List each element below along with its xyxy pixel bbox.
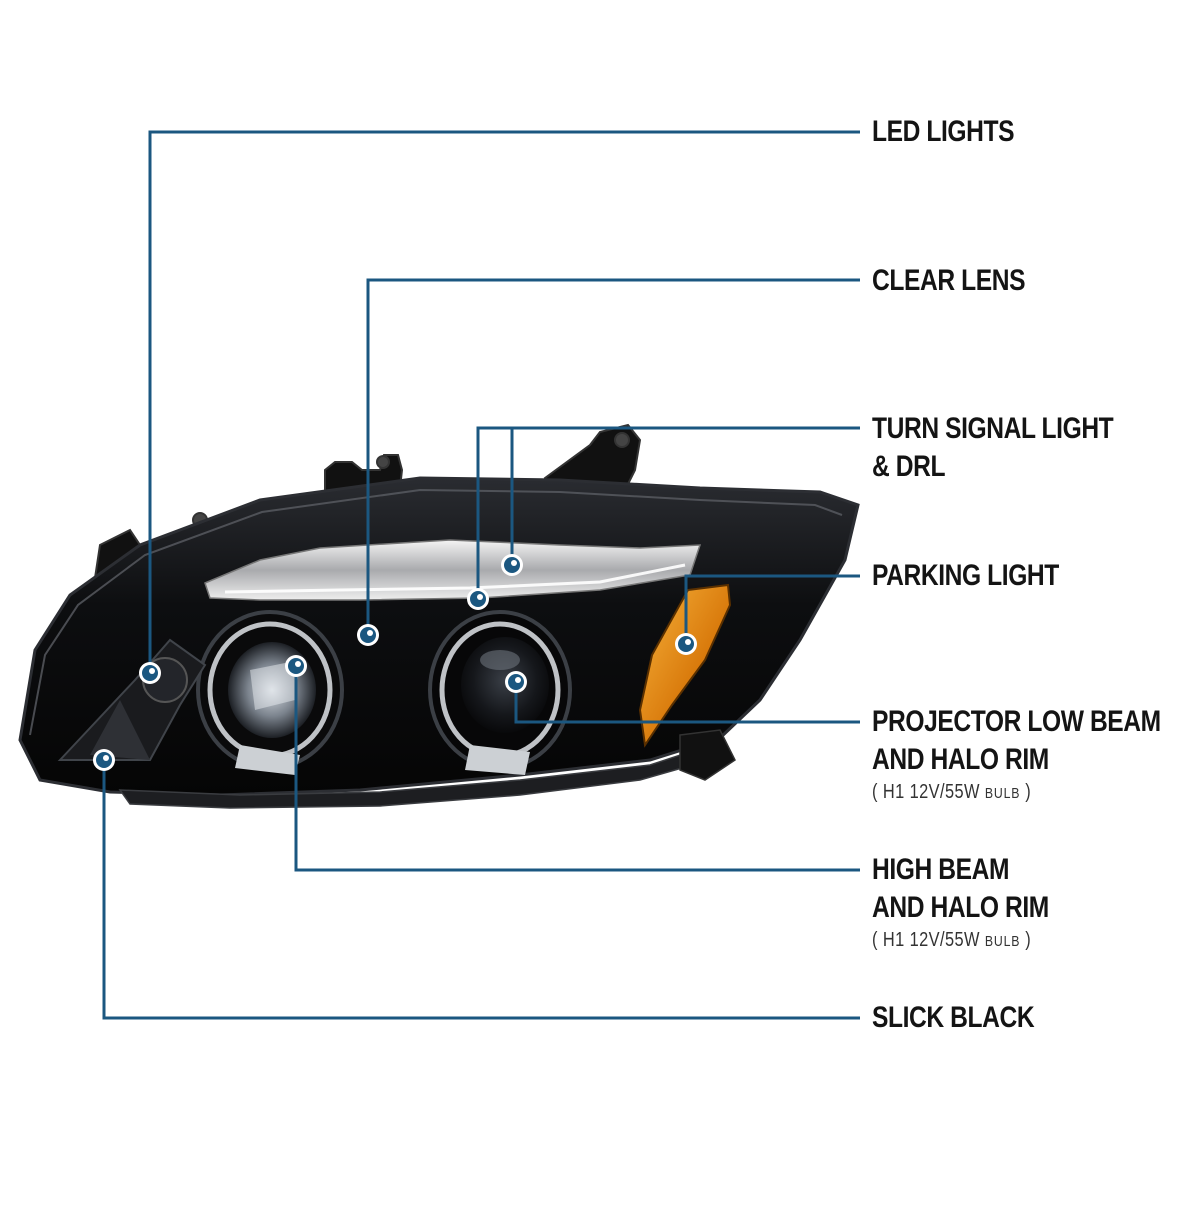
label-text: AND HALO RIM: [872, 891, 1049, 924]
label-projector-low-beam: PROJECTOR LOW BEAM AND HALO RIM ( H1 12V…: [872, 703, 1161, 807]
label-led-lights: LED LIGHTS: [872, 113, 1015, 151]
callout-dot-clear-lens: [357, 624, 379, 646]
label-text: LED LIGHTS: [872, 115, 1015, 148]
callout-dot-high-beam: [285, 655, 307, 677]
callout-line-led-lights: [148, 130, 860, 673]
callout-line-parking-light: [684, 574, 860, 644]
callout-line-turn-signal: [476, 426, 860, 599]
callout-dots: [93, 554, 697, 771]
label-text: CLEAR LENS: [872, 264, 1026, 297]
label-text: & DRL: [872, 450, 946, 483]
callout-dot-slick-black: [93, 749, 115, 771]
callout-dot-turn-signal: [467, 588, 489, 610]
label-text: HIGH BEAM: [872, 853, 1010, 886]
callout-line-clear-lens: [366, 278, 860, 635]
callout-dot-parking-light: [675, 633, 697, 655]
label-slick-black: SLICK BLACK: [872, 999, 1035, 1037]
label-text: AND HALO RIM: [872, 743, 1049, 776]
label-text: PARKING LIGHT: [872, 559, 1059, 592]
label-turn-signal: TURN SIGNAL LIGHT & DRL: [872, 410, 1114, 486]
label-clear-lens: CLEAR LENS: [872, 262, 1025, 300]
callout-dot-projector-low-beam: [505, 671, 527, 693]
bulb-spec-note: ( H1 12V/55W BULB ): [872, 929, 1032, 951]
callout-line-projector-low-beam: [514, 682, 860, 724]
label-text: SLICK BLACK: [872, 1001, 1035, 1034]
low-beam-projector: [428, 610, 572, 775]
callout-dot-led-lights: [139, 662, 161, 684]
drl-light-bar: [204, 539, 702, 601]
label-high-beam: HIGH BEAM AND HALO RIM ( H1 12V/55W BULB…: [872, 851, 1049, 955]
amber-side-marker: [638, 583, 732, 748]
callout-dot-drl: [501, 554, 523, 576]
callout-lines: [102, 130, 860, 1020]
bulb-spec-note: ( H1 12V/55W BULB ): [872, 781, 1032, 803]
label-text: PROJECTOR LOW BEAM: [872, 705, 1161, 738]
callout-line-high-beam: [294, 666, 860, 872]
callout-line-slick-black: [102, 760, 860, 1020]
label-parking-light: PARKING LIGHT: [872, 557, 1059, 595]
label-text: TURN SIGNAL LIGHT: [872, 412, 1114, 445]
